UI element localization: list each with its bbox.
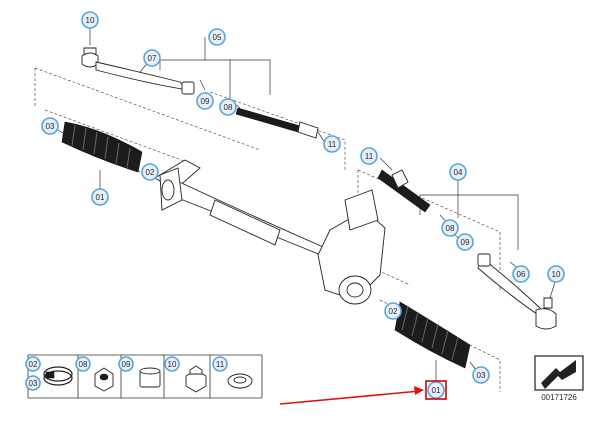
svg-text:08: 08	[224, 103, 233, 112]
legend-item-washer-11: 11	[212, 356, 253, 389]
svg-text:06: 06	[517, 270, 526, 279]
callout-03-top: 03	[41, 117, 59, 135]
svg-text:10: 10	[168, 360, 177, 369]
callout-10-top: 10	[81, 11, 99, 29]
callout-09-top: 09	[196, 92, 214, 110]
legend-strip: 02 03 08 09 10	[25, 354, 263, 399]
svg-text:05: 05	[213, 33, 222, 42]
callout-11-mid: 11	[360, 147, 378, 165]
tie-rod-end-left	[81, 47, 195, 95]
callout-11-top: 11	[323, 135, 341, 153]
legend-item-sleeve-09: 09	[118, 356, 161, 388]
inner-tie-rod-right	[377, 169, 431, 213]
tie-rod-end-right	[477, 253, 557, 330]
svg-text:10: 10	[552, 270, 561, 279]
callout-06: 06	[512, 265, 530, 283]
catalog-badge: 00171726	[534, 355, 584, 402]
callout-09-mid: 09	[456, 233, 474, 251]
leader-lines	[57, 28, 556, 384]
svg-text:02: 02	[29, 360, 38, 369]
callout-02-top: 02	[141, 163, 159, 181]
svg-text:11: 11	[365, 152, 374, 161]
red-arrow	[279, 386, 424, 405]
catalog-number: 00171726	[541, 393, 577, 402]
callout-08-top: 08	[219, 98, 237, 116]
callout-04: 04	[449, 163, 467, 181]
svg-text:02: 02	[146, 168, 155, 177]
svg-text:03: 03	[477, 371, 486, 380]
svg-text:04: 04	[454, 168, 463, 177]
callout-02-bottom: 02	[384, 302, 402, 320]
svg-text:08: 08	[79, 360, 88, 369]
bellows-left	[61, 121, 143, 173]
legend-item-nut-08: 08	[75, 356, 114, 392]
svg-text:01: 01	[432, 386, 441, 395]
svg-text:01: 01	[96, 193, 105, 202]
svg-text:09: 09	[201, 97, 210, 106]
svg-text:07: 07	[148, 54, 157, 63]
inner-tie-rod-left	[235, 107, 319, 139]
callout-01-top: 01	[91, 188, 109, 206]
svg-text:08: 08	[446, 224, 455, 233]
upper-frame	[34, 67, 346, 170]
svg-text:02: 02	[389, 307, 398, 316]
callout-08-mid: 08	[441, 219, 459, 237]
legend-item-clamp: 02 03	[25, 356, 73, 391]
svg-text:09: 09	[122, 360, 131, 369]
callout-10-right: 10	[547, 265, 565, 283]
svg-text:11: 11	[328, 140, 337, 149]
highlight-box	[425, 380, 447, 400]
svg-text:11: 11	[216, 360, 225, 369]
svg-text:10: 10	[86, 16, 95, 25]
callout-01-bottom: 01	[427, 381, 445, 399]
bellows-right	[394, 301, 471, 369]
svg-text:03: 03	[29, 379, 38, 388]
svg-text:03: 03	[46, 122, 55, 131]
callout-05: 05	[208, 28, 226, 46]
legend-item-locknut-10: 10	[164, 356, 207, 393]
callout-07: 07	[143, 49, 161, 67]
rack-housing	[154, 159, 386, 305]
svg-text:09: 09	[461, 238, 470, 247]
callout-03-bottom: 03	[472, 366, 490, 384]
